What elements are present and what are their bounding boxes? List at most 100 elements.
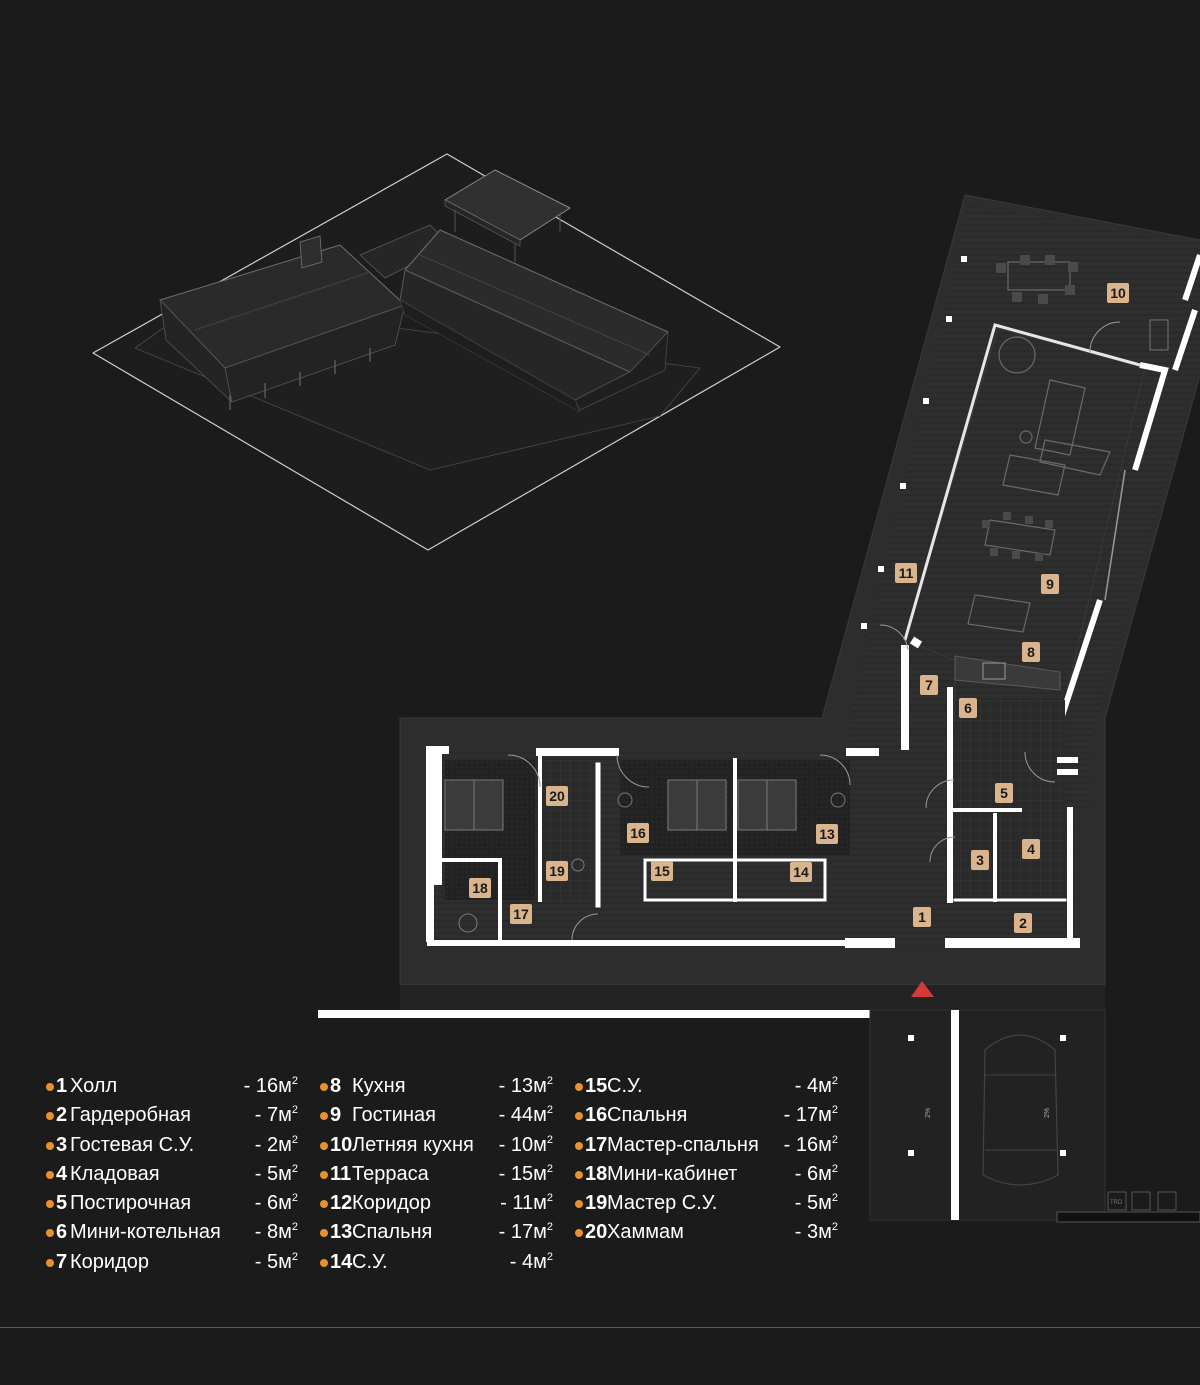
room-name: Мастер С.У. bbox=[607, 1192, 718, 1215]
room-badge-label: 7 bbox=[925, 677, 933, 693]
legend-bullet-icon bbox=[46, 1200, 54, 1209]
room-badge-8: 8 bbox=[1022, 642, 1040, 662]
room-badge-20: 20 bbox=[546, 786, 568, 806]
room-number: 14 bbox=[330, 1250, 353, 1273]
garage-label: TRD bbox=[1110, 1200, 1123, 1206]
room-badge-label: 2 bbox=[1019, 915, 1027, 931]
legend-bullet-icon bbox=[320, 1141, 328, 1150]
room-name: Терраса bbox=[352, 1162, 429, 1185]
room-badge-label: 18 bbox=[472, 880, 488, 896]
room-area: - 5м2 bbox=[254, 1250, 298, 1273]
room-area: - 4м2 bbox=[794, 1075, 838, 1097]
legend-bullet-icon bbox=[575, 1229, 583, 1238]
room-name: Гостевая С.У. bbox=[70, 1133, 195, 1156]
room-badge-6: 6 bbox=[959, 698, 977, 718]
room-number: 15 bbox=[585, 1075, 608, 1097]
room-area: - 5м2 bbox=[794, 1192, 838, 1215]
room-badge-label: 16 bbox=[630, 825, 646, 841]
legend-bullet-icon bbox=[46, 1258, 54, 1267]
room-badge-19: 19 bbox=[546, 861, 568, 881]
room-area: - 5м2 bbox=[254, 1162, 298, 1185]
room-area: - 6м2 bbox=[794, 1162, 838, 1185]
room-badge-15: 15 bbox=[651, 861, 673, 881]
room-badge-14: 14 bbox=[790, 862, 812, 882]
room-number: 1 bbox=[56, 1075, 68, 1097]
room-name: Постирочная bbox=[70, 1192, 192, 1215]
room-area: - 17м2 bbox=[783, 1104, 838, 1127]
room-badge-label: 3 bbox=[976, 852, 984, 868]
room-badge-label: 9 bbox=[1046, 576, 1054, 592]
room-badge-7: 7 bbox=[920, 675, 938, 695]
room-name: С.У. bbox=[352, 1250, 388, 1273]
room-name: Холл bbox=[70, 1075, 118, 1097]
room-number: 16 bbox=[585, 1104, 608, 1127]
room-badge-2: 2 bbox=[1014, 913, 1032, 933]
legend-bullet-icon bbox=[320, 1200, 328, 1209]
isometric-house-view bbox=[92, 153, 781, 551]
room-badge-label: 19 bbox=[549, 863, 565, 879]
room-number: 9 bbox=[330, 1104, 342, 1127]
room-badge-10: 10 bbox=[1107, 283, 1129, 303]
room-badge-label: 17 bbox=[513, 906, 529, 922]
legend-bullet-icon bbox=[46, 1112, 54, 1121]
room-area: - 16м2 bbox=[783, 1133, 838, 1156]
legend-bullet-icon bbox=[320, 1170, 328, 1179]
room-badge-label: 20 bbox=[549, 788, 565, 804]
room-number: 3 bbox=[56, 1133, 68, 1156]
room-number: 7 bbox=[56, 1250, 68, 1273]
room-badge-label: 1 bbox=[918, 909, 926, 925]
room-area: - 2м2 bbox=[254, 1133, 298, 1156]
slope-label-right: 2% bbox=[1044, 1108, 1051, 1118]
room-area: - 6м2 bbox=[254, 1192, 298, 1215]
legend-bullet-icon bbox=[575, 1170, 583, 1179]
room-number: 4 bbox=[56, 1162, 68, 1185]
legend-bullet-icon bbox=[575, 1112, 583, 1121]
room-area: - 4м2 bbox=[509, 1250, 553, 1273]
room-name: Мини-котельная bbox=[70, 1221, 221, 1244]
legend-bullet-icon bbox=[575, 1200, 583, 1209]
room-name: Гостиная bbox=[352, 1104, 436, 1127]
legend-bullet-icon bbox=[575, 1141, 583, 1150]
room-area: - 3м2 bbox=[794, 1221, 838, 1244]
room-number: 10 bbox=[330, 1133, 353, 1156]
room-area: - 17м2 bbox=[498, 1221, 553, 1244]
room-badge-label: 14 bbox=[793, 864, 809, 880]
room-badge-17: 17 bbox=[510, 904, 532, 924]
room-badge-label: 11 bbox=[899, 565, 914, 581]
room-badge-label: 13 bbox=[819, 826, 835, 842]
room-badge-3: 3 bbox=[971, 850, 989, 870]
room-name: Хаммам bbox=[607, 1221, 684, 1244]
room-area: - 13м2 bbox=[498, 1075, 553, 1097]
room-name: Мини-кабинет bbox=[607, 1162, 738, 1185]
room-number: 20 bbox=[585, 1221, 608, 1244]
room-name: Кладовая bbox=[70, 1162, 160, 1185]
legend-bullet-icon bbox=[46, 1141, 54, 1150]
footer-divider bbox=[0, 1327, 1200, 1328]
legend-bullet-icon bbox=[575, 1083, 583, 1091]
room-number: 11 bbox=[330, 1162, 352, 1185]
room-area: - 8м2 bbox=[254, 1221, 298, 1244]
room-number: 13 bbox=[330, 1221, 353, 1244]
car-outline bbox=[982, 1034, 1059, 1186]
room-number: 5 bbox=[56, 1192, 68, 1215]
room-badge-9: 9 bbox=[1041, 574, 1059, 594]
entrance-marker bbox=[911, 981, 934, 997]
legend-bullet-icon bbox=[320, 1258, 328, 1267]
room-area: - 11м2 bbox=[500, 1192, 553, 1215]
room-area: - 16м2 bbox=[243, 1075, 298, 1097]
